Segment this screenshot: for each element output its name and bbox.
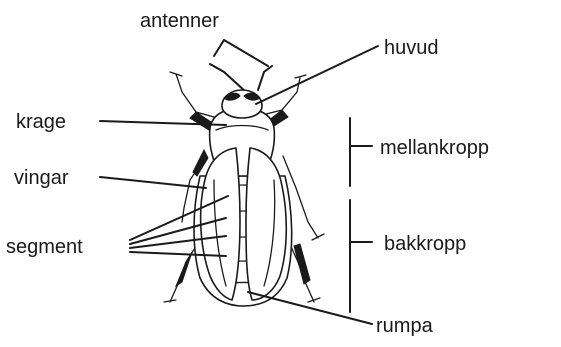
region-brackets bbox=[350, 118, 372, 312]
label-vingar: vingar bbox=[14, 167, 69, 189]
label-huvud: huvud bbox=[384, 37, 439, 59]
label-segment: segment bbox=[6, 236, 83, 258]
label-rumpa: rumpa bbox=[376, 315, 434, 337]
label-bakkropp: bakkropp bbox=[384, 233, 466, 255]
label-krage: krage bbox=[16, 111, 66, 133]
label-antenner: antenner bbox=[140, 10, 219, 32]
label-mellankropp: mellankropp bbox=[380, 137, 489, 159]
antennae bbox=[210, 64, 272, 92]
